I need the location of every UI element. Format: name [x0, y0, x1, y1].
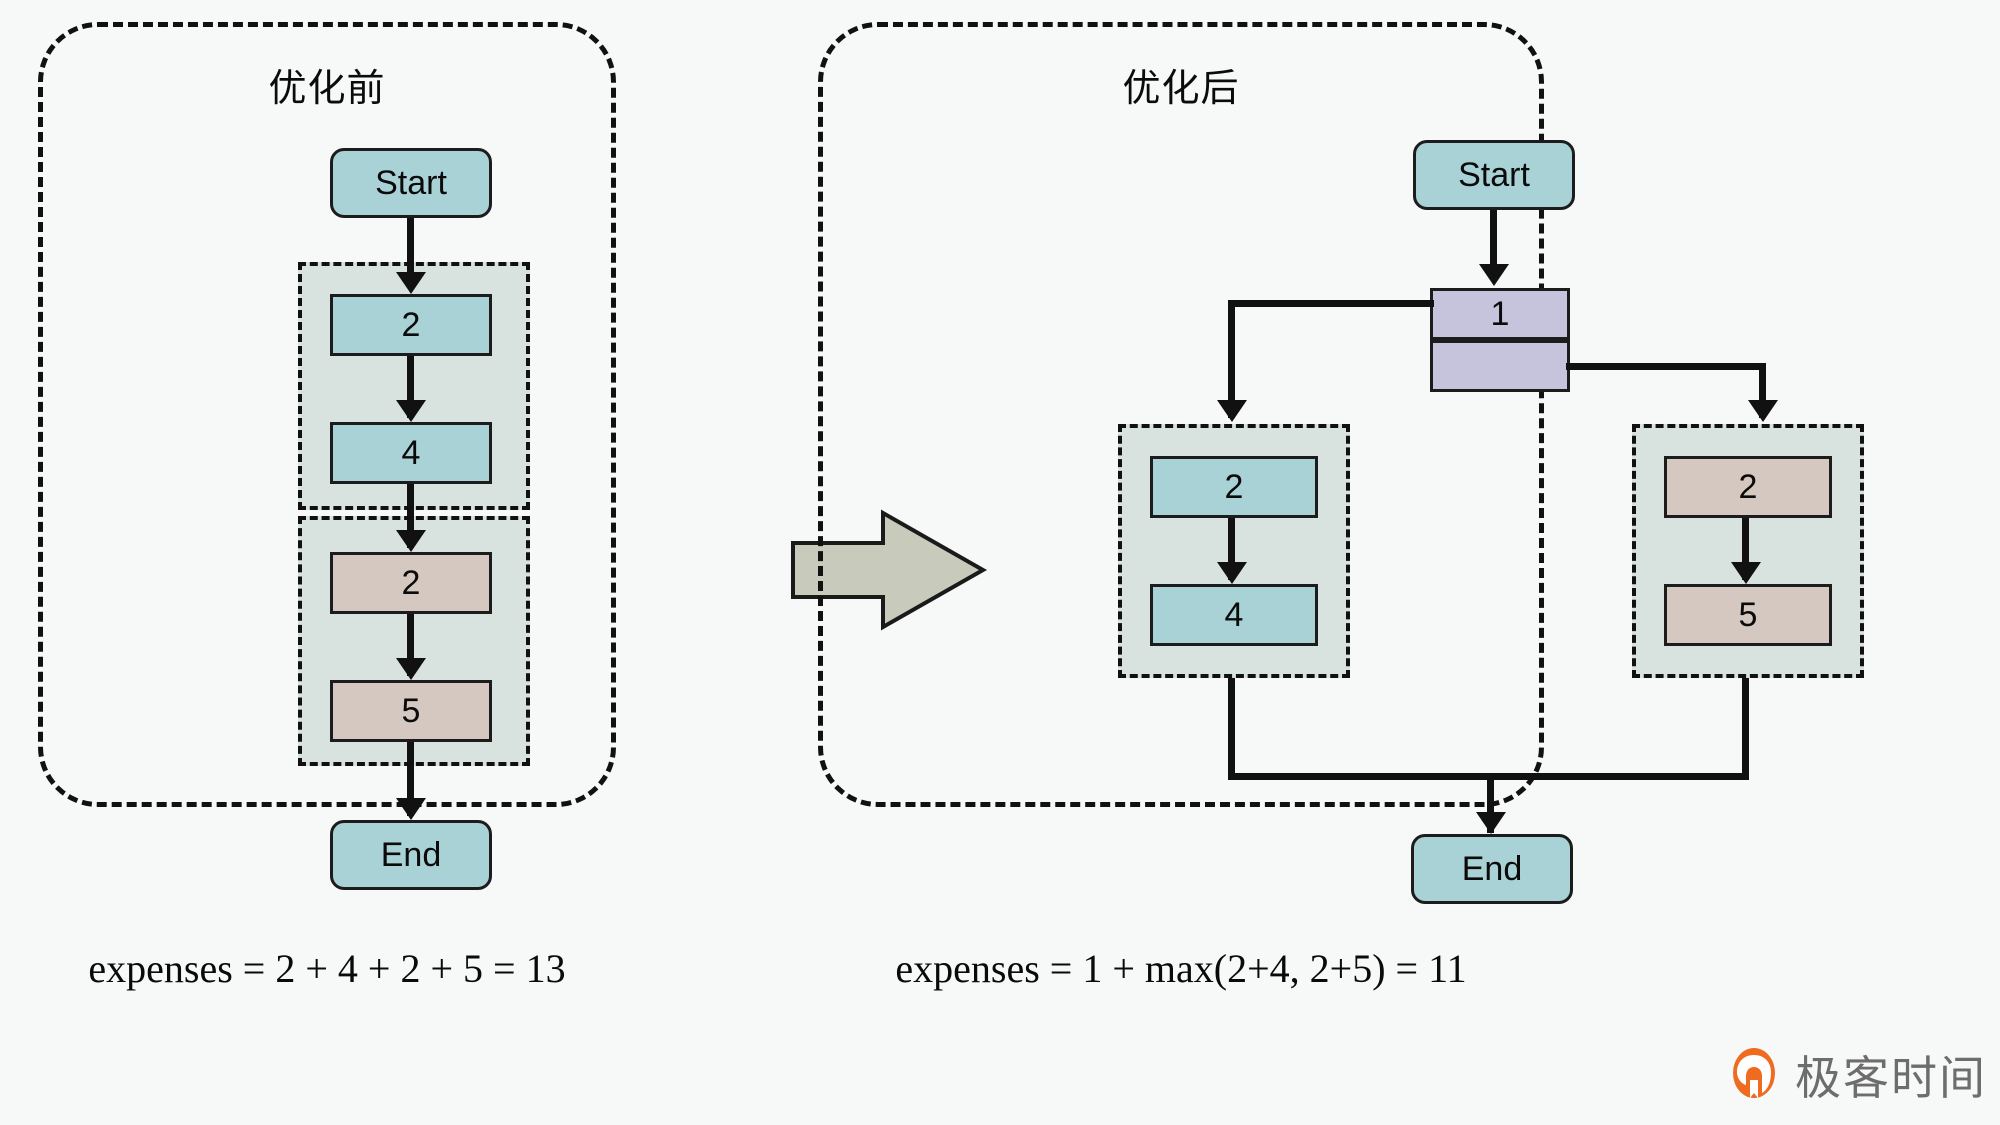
formula-before: expenses = 2 + 4 + 2 + 5 = 13: [88, 946, 566, 991]
node-label: 2: [1738, 468, 1758, 506]
edge-fork-right-horizontal: [1566, 363, 1766, 370]
edge-after-start-to-fork: [1490, 210, 1497, 276]
node-label: Start: [375, 164, 447, 202]
node-after-fork-upper[interactable]: 1: [1430, 288, 1570, 340]
panel-before-title: 优化前: [268, 68, 386, 110]
node-after-fork-lower[interactable]: [1430, 340, 1570, 392]
watermark: 极客时间: [1725, 1042, 1987, 1108]
edge-before-4-to-2b: [407, 484, 414, 548]
arrowhead: [1476, 812, 1506, 834]
node-before-step-5[interactable]: 5: [330, 680, 492, 742]
geektime-logo-icon: [1733, 1048, 1775, 1098]
arrowhead: [396, 400, 426, 422]
edge-before-start-to-2: [407, 218, 414, 286]
node-label: Start: [1458, 156, 1530, 194]
node-after-right-2[interactable]: 2: [1664, 456, 1832, 518]
edge-after-right-2-to-5: [1742, 518, 1749, 580]
node-after-end[interactable]: End: [1411, 834, 1573, 904]
panel-after-title: 优化后: [1122, 68, 1240, 110]
node-label: 5: [1738, 596, 1758, 634]
node-after-left-4[interactable]: 4: [1150, 584, 1318, 646]
node-label: 5: [401, 692, 421, 730]
edge-after-left-2-to-4: [1228, 518, 1235, 580]
arrowhead: [396, 658, 426, 680]
edge-before-2b-to-5: [407, 614, 414, 676]
arrowhead: [1217, 562, 1247, 584]
arrowhead: [396, 272, 426, 294]
node-before-step-2a[interactable]: 2: [330, 294, 492, 356]
node-label: 2: [401, 306, 421, 344]
edge-join-right-vertical: [1742, 678, 1749, 780]
arrowhead: [1748, 400, 1778, 422]
formula-after: expenses = 1 + max(2+4, 2+5) = 11: [895, 946, 1467, 991]
node-label: 2: [401, 564, 421, 602]
transition-arrow-icon: [791, 509, 988, 631]
edge-before-5-to-end: [407, 742, 414, 816]
edge-before-2a-to-4: [407, 356, 414, 418]
edge-fork-left-horizontal: [1228, 300, 1434, 307]
edge-join-to-end: [1487, 773, 1494, 833]
node-after-left-2[interactable]: 2: [1150, 456, 1318, 518]
watermark-text: 极客时间: [1795, 1052, 1987, 1104]
node-label: 2: [1224, 468, 1244, 506]
node-before-start[interactable]: Start: [330, 148, 492, 218]
edge-fork-left-vertical: [1228, 300, 1235, 418]
arrowhead: [1479, 264, 1509, 286]
panel-before-optimization: 优化前: [38, 22, 616, 807]
node-after-right-5[interactable]: 5: [1664, 584, 1832, 646]
arrowhead: [396, 798, 426, 820]
edge-fork-right-vertical: [1759, 363, 1766, 418]
edge-join-left-vertical: [1228, 678, 1235, 780]
node-label: End: [1461, 850, 1523, 888]
arrowhead: [1731, 562, 1761, 584]
node-before-step-2b[interactable]: 2: [330, 552, 492, 614]
panel-after-optimization: 优化后: [818, 22, 1544, 807]
arrowhead: [396, 530, 426, 552]
node-after-start[interactable]: Start: [1413, 140, 1575, 210]
node-label: 1: [1490, 295, 1510, 333]
node-before-step-4[interactable]: 4: [330, 422, 492, 484]
node-label: End: [380, 836, 442, 874]
node-label: 4: [1224, 596, 1244, 634]
arrowhead: [1217, 400, 1247, 422]
node-before-end[interactable]: End: [330, 820, 492, 890]
node-label: 4: [401, 434, 421, 472]
